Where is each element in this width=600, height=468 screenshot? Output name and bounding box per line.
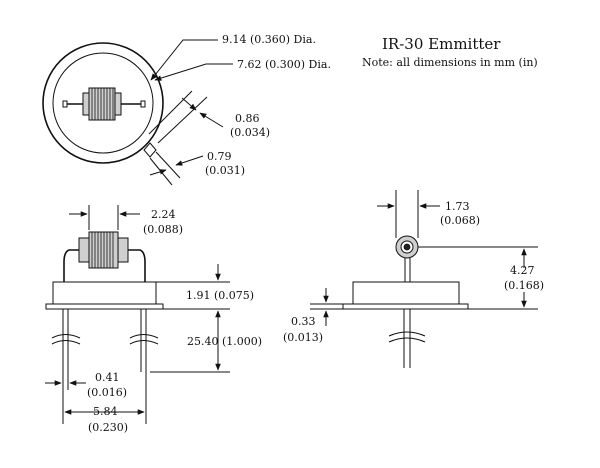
d086-in-label: (0.034)	[230, 126, 270, 139]
coil-right-cap	[117, 237, 129, 263]
ext-086-a	[148, 90, 193, 135]
d427-label: 4.27	[510, 264, 535, 277]
side-view: 1.73 (0.068) 4.27 (0.168) 0.33 (0.013)	[283, 190, 544, 368]
coil-end-core	[403, 243, 411, 251]
right-lead-end	[140, 100, 146, 108]
notch	[143, 142, 157, 158]
d224-in-label: (0.088)	[143, 223, 183, 236]
dim-079-arrow-a	[149, 169, 167, 176]
front-view: 2.24 (0.088) 1.91 (0.075) 25.40 (1.000) …	[45, 205, 262, 434]
d173-label: 1.73	[445, 200, 470, 213]
d584-in-label: (0.230)	[88, 421, 128, 434]
ext-086-b	[157, 96, 208, 144]
right-wire	[128, 249, 146, 282]
dim-086-arrow-a	[181, 97, 197, 111]
ext-079-b	[155, 151, 181, 179]
drawing-title: IR-30 Emmitter	[382, 35, 501, 53]
d086-label: 0.86	[235, 112, 260, 125]
d2540-label: 25.40 (1.000)	[187, 335, 262, 348]
d224-label: 2.24	[151, 208, 176, 221]
dim-086-arrow-b	[199, 112, 224, 128]
left-wire	[63, 249, 79, 282]
side-base-flange	[342, 303, 469, 310]
d033-label: 0.33	[291, 315, 316, 328]
inner-dia-label: 7.62 (0.300) Dia.	[237, 58, 331, 71]
inner-circle	[52, 52, 154, 154]
base-body	[52, 281, 157, 305]
left-lead-end	[62, 100, 68, 108]
d173-in-label: (0.068)	[440, 214, 480, 227]
outer-dia-label: 9.14 (0.360) Dia.	[222, 33, 316, 46]
dim-079-arrow-b	[175, 155, 204, 166]
top-view: 9.14 (0.360) Dia. 7.62 (0.300) Dia. 0.86…	[42, 33, 331, 186]
side-base-body	[352, 281, 460, 305]
d079-label: 0.79	[207, 150, 232, 163]
d033-in-label: (0.013)	[283, 331, 323, 344]
outer-dia-leader	[150, 39, 218, 81]
d584-label: 5.84	[93, 405, 118, 418]
coil-top	[82, 87, 122, 121]
d041-label: 0.41	[95, 371, 120, 384]
outer-circle	[42, 42, 164, 164]
coil-body	[88, 231, 119, 269]
coil-left-cap	[78, 237, 90, 263]
base-flange	[45, 303, 164, 310]
d191-label: 1.91 (0.075)	[186, 289, 254, 302]
d079-in-label: (0.031)	[205, 164, 245, 177]
units-note: Note: all dimensions in mm (in)	[362, 56, 538, 69]
inner-dia-leader	[154, 63, 233, 81]
d041-in-label: (0.016)	[87, 386, 127, 399]
d427-in-label: (0.168)	[504, 279, 544, 292]
